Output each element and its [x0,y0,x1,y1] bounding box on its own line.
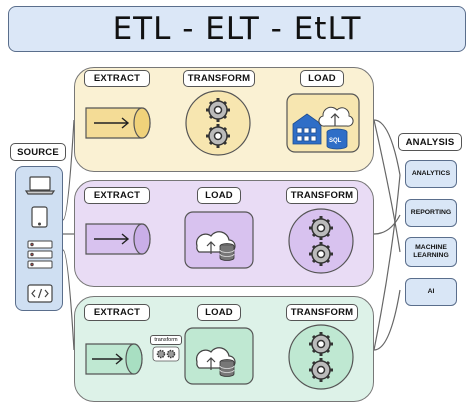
source-panel [15,166,63,311]
code-icon [27,284,53,303]
page-title: ETL - ELT - EtLT [112,11,362,47]
etl-extract-pipe [85,107,151,139]
etlt-extract-label: EXTRACT [84,304,150,321]
elt-load-cloud-db-icon [184,211,254,269]
elt-extract-pipe [85,223,151,255]
title-banner: ETL - ELT - EtLT [8,6,466,52]
etl-sql-label: SQL [329,138,342,144]
analysis-item-analytics: ANALYTICS [405,160,457,188]
analysis-item-reporting: REPORTING [405,199,457,227]
server-icon [27,240,53,269]
source-label: SOURCE [10,143,66,161]
analysis-item-ai: AI [405,278,457,306]
etlt-transform-label: TRANSFORM [286,304,358,321]
elt-transform-gears-icon [288,208,354,274]
etl-load-warehouse-icon [286,93,360,153]
etlt-mini-gears-icon [152,346,180,362]
etl-extract-label: EXTRACT [84,70,150,87]
etl-transform-gears-icon [185,90,251,156]
tablet-icon [31,206,48,228]
etlt-extract-pipe [85,343,143,375]
analysis-label: ANALYSIS [398,133,462,151]
analysis-item-machine-learning: MACHINE LEARNING [405,237,457,267]
elt-transform-label: TRANSFORM [286,187,358,204]
etlt-load-label: LOAD [197,304,241,321]
etlt-load-cloud-db-icon [184,327,254,385]
etl-load-label: LOAD [300,70,344,87]
elt-extract-label: EXTRACT [84,187,150,204]
etlt-transform-gears-icon [288,324,354,390]
etl-transform-label: TRANSFORM [183,70,255,87]
etlt-mini-transform-label: transform [150,335,182,345]
laptop-icon [24,176,56,195]
source-devices [24,176,56,303]
elt-load-label: LOAD [197,187,241,204]
